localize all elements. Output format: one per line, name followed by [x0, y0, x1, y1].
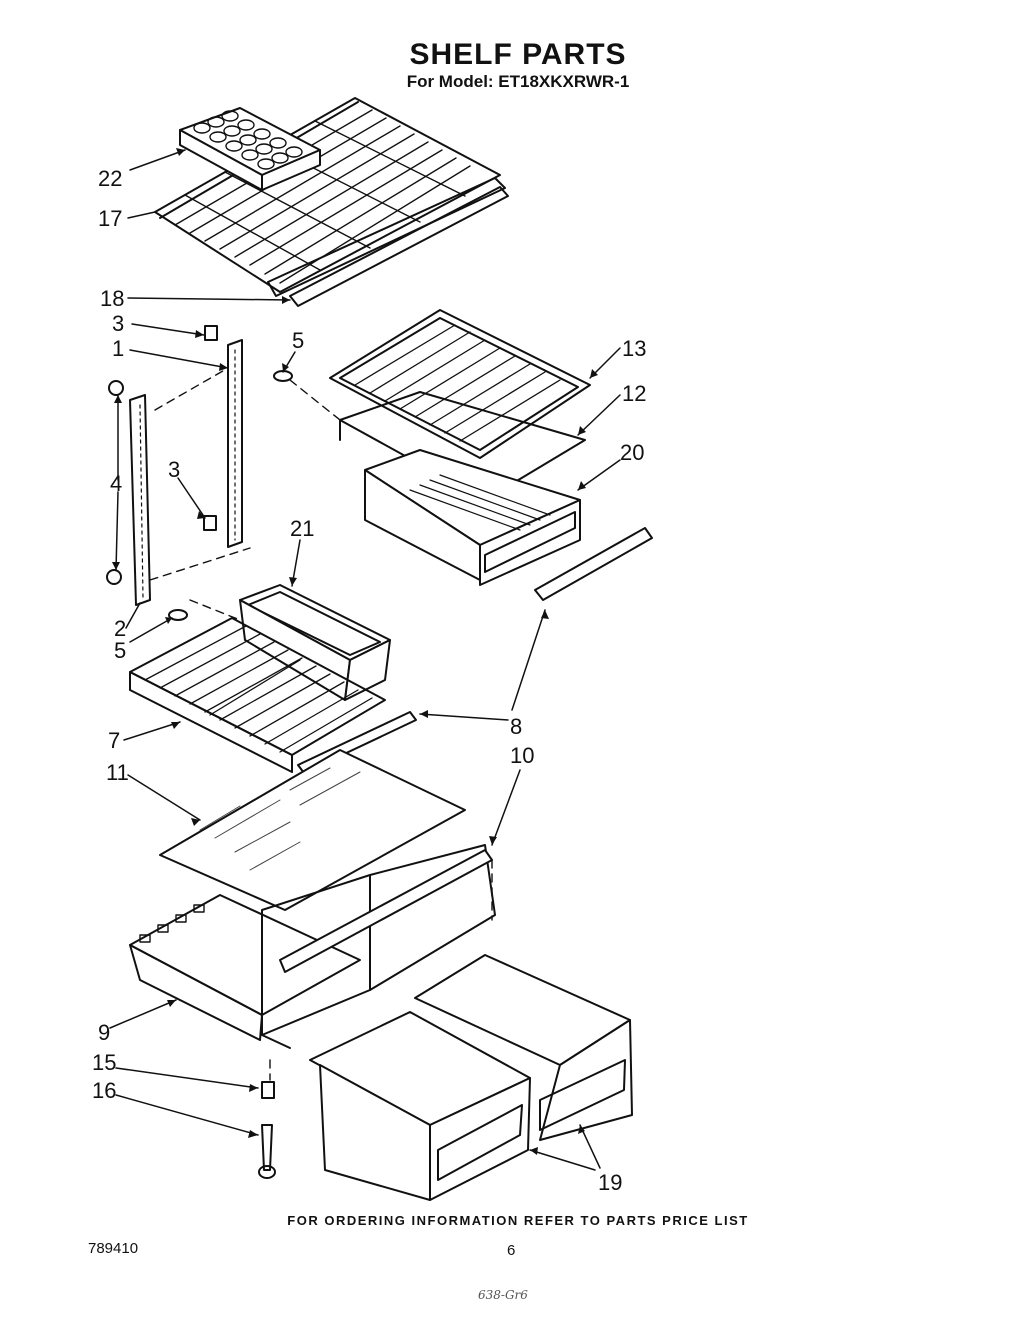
leader-arrowheads	[112, 148, 598, 1155]
page-title: SHELF PARTS	[409, 38, 627, 71]
callout-15: 15	[92, 1050, 117, 1075]
middle-wire-shelf	[129, 617, 386, 773]
callout-11: 11	[106, 760, 129, 785]
support-clips	[203, 325, 218, 531]
model-subtitle: For Model: ET18XKXRWR-1	[406, 72, 630, 91]
callout-8: 8	[510, 714, 523, 739]
callout-22: 22	[98, 166, 123, 191]
callout-20: 20	[620, 440, 645, 465]
callout-16: 16	[92, 1078, 117, 1103]
callout-17: 17	[98, 206, 123, 231]
meat-pan-cover	[329, 309, 591, 459]
ordering-info-note: FOR ORDERING INFORMATION REFER TO PARTS …	[287, 1213, 749, 1228]
crisper-frame	[261, 844, 496, 1049]
callout-5-lower: 5	[114, 638, 127, 663]
handwritten-note: 638-Gr6	[478, 1288, 528, 1302]
callout-7: 7	[108, 728, 121, 753]
callout-10: 10	[510, 743, 535, 768]
callout-5: 5	[292, 328, 305, 353]
shelf-trim-top	[267, 177, 509, 307]
callout-2: 2	[114, 616, 127, 641]
cover-support-and-rod	[258, 1081, 276, 1179]
meat-pan	[364, 449, 581, 586]
callout-19: 19	[598, 1170, 623, 1195]
crisper-support	[129, 894, 361, 1041]
right-shelf-ladder	[227, 339, 243, 548]
callout-1: 1	[112, 336, 125, 361]
callout-18: 18	[100, 286, 125, 311]
bin	[239, 584, 391, 701]
callout-4: 4	[110, 471, 123, 496]
crisper-pans	[309, 954, 633, 1201]
glass-shelf	[159, 749, 466, 911]
callout-3-lower: 3	[168, 457, 181, 482]
bumpers	[106, 380, 124, 585]
callout-21: 21	[290, 516, 315, 541]
callout-12: 12	[622, 381, 647, 406]
callout-3: 3	[112, 311, 125, 336]
document-number: 789410	[88, 1240, 139, 1257]
page-number: 6	[507, 1242, 516, 1259]
top-wire-shelf	[154, 97, 501, 293]
callout-13: 13	[622, 336, 647, 361]
shelf-trim-right	[534, 527, 653, 601]
left-shelf-ladder	[129, 394, 151, 606]
egg-tray	[179, 107, 321, 191]
callout-9: 9	[98, 1020, 111, 1045]
